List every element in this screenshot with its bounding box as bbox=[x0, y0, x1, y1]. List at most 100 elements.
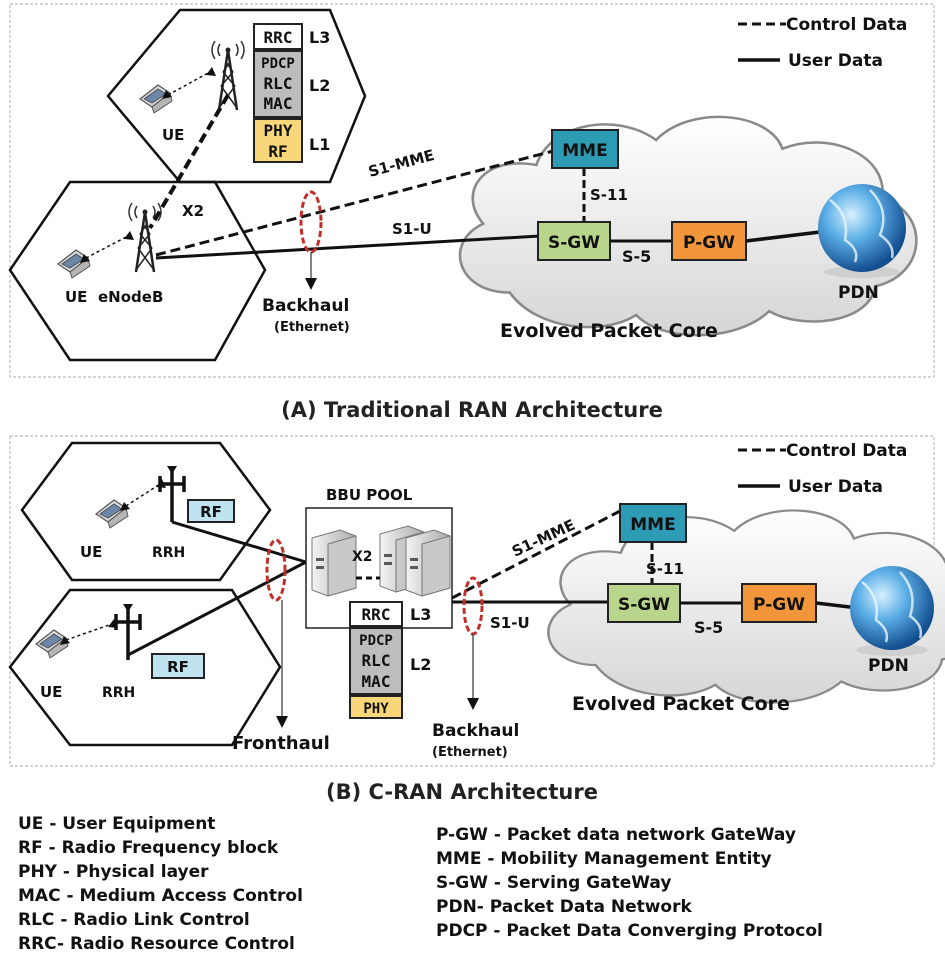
rrh-label-b-bottom: RRH bbox=[102, 685, 135, 701]
ue-top-label: UE bbox=[162, 126, 184, 144]
rrc-block bbox=[253, 23, 303, 50]
backhaul-label-b: Backhaul bbox=[432, 721, 519, 741]
rlc-label-b: RLC bbox=[362, 651, 391, 670]
mme-node-b bbox=[619, 503, 687, 543]
phy-label: PHY bbox=[264, 121, 293, 140]
enodeb-tower-top-icon bbox=[210, 39, 246, 112]
s1-u-label-a: S1-U bbox=[392, 220, 432, 238]
rrh-label-b-top: RRH bbox=[152, 545, 185, 561]
s11-label-a: S-11 bbox=[590, 186, 628, 204]
rf-label-b-bottom: RF bbox=[167, 658, 189, 676]
abbr-right-item: P-GW - Packet data network GateWay bbox=[436, 825, 796, 845]
pdn-globe-icon-a bbox=[818, 184, 906, 278]
radio-link-top bbox=[167, 71, 211, 96]
abbr-left-item: PHY - Physical layer bbox=[18, 862, 209, 882]
cell-hexagon-b-bottom bbox=[8, 588, 282, 747]
x2-label-b: X2 bbox=[352, 549, 373, 565]
s1-mme-label-b: S1-MME bbox=[509, 516, 578, 561]
s5-label-b: S-5 bbox=[694, 618, 723, 637]
abbr-left-item: MAC - Medium Access Control bbox=[18, 886, 303, 906]
backhaul-ring-a bbox=[299, 190, 323, 254]
abbr-left-item: UE - User Equipment bbox=[18, 814, 215, 834]
pdn-label-b: PDN bbox=[868, 656, 909, 676]
layer-l3-label: L3 bbox=[309, 28, 330, 47]
mac-label-b: MAC bbox=[362, 672, 391, 691]
abbr-right-item: PDN- Packet Data Network bbox=[436, 897, 692, 917]
protocol-stack-b: RRC PDCP RLC MAC PHY L3 L2 bbox=[349, 601, 431, 719]
rrc-block-b bbox=[349, 601, 403, 627]
core-label-b: Evolved Packet Core bbox=[572, 693, 790, 715]
caption-a: (A) Traditional RAN Architecture bbox=[281, 398, 663, 422]
pgw-node-a bbox=[671, 221, 747, 261]
rf-label-b-top: RF bbox=[200, 503, 222, 521]
layer-l2-label: L2 bbox=[309, 76, 330, 95]
legend-user-b: User Data bbox=[788, 477, 883, 497]
ue-label-b-bottom: UE bbox=[40, 683, 62, 701]
legend-control-b: Control Data bbox=[786, 441, 907, 461]
s1-mme-label-a: S1-MME bbox=[366, 146, 436, 181]
x2-label-a: X2 bbox=[182, 202, 204, 220]
ue-phone-bottom-icon bbox=[57, 249, 91, 279]
phy-rf-block bbox=[253, 118, 303, 163]
rf-box-b-bottom bbox=[151, 653, 205, 679]
mme-label-b: MME bbox=[630, 515, 675, 535]
s1-u-link-a bbox=[155, 234, 541, 260]
cell-hexagon-bottom bbox=[8, 180, 267, 362]
ue-phone-top-icon bbox=[139, 84, 173, 114]
abbr-right-item: MME - Mobility Management Entity bbox=[436, 849, 772, 869]
pdn-label-a: PDN bbox=[838, 283, 879, 303]
abbr-right-item: PDCP - Packet Data Converging Protocol bbox=[436, 921, 823, 941]
s5-label-a: S-5 bbox=[622, 247, 651, 266]
x2-link-a bbox=[148, 93, 230, 230]
pdcp-rlc-mac-block bbox=[253, 50, 303, 118]
rlc-label: RLC bbox=[264, 74, 293, 93]
rrh-top-icon bbox=[158, 464, 186, 524]
radio-link-bottom bbox=[85, 235, 129, 259]
ue-bottom-label: UE bbox=[65, 288, 87, 306]
pgw-label-b: P-GW bbox=[753, 595, 805, 615]
pdcp-rlc-mac-block-b bbox=[349, 627, 403, 695]
cell-hexagon-b-top bbox=[20, 441, 272, 582]
enodeb-tower-icon bbox=[127, 201, 163, 274]
mac-label: MAC bbox=[264, 94, 293, 113]
sgw-label-a: S-GW bbox=[548, 233, 600, 253]
layer-l1-label: L1 bbox=[309, 135, 330, 154]
bbu-server-3-icon bbox=[405, 529, 451, 597]
enodeb-label: eNodeB bbox=[98, 288, 163, 306]
fronthaul-ring bbox=[265, 538, 287, 602]
abbr-left-item: RLC - Radio Link Control bbox=[18, 910, 250, 930]
abbreviation-list-right: P-GW - Packet data network GateWay MME -… bbox=[436, 825, 823, 941]
abbr-left-item: RF - Radio Frequency block bbox=[18, 838, 279, 858]
sgw-node-a bbox=[537, 221, 611, 261]
pdn-globe-icon-b bbox=[850, 566, 934, 656]
caption-b: (B) C-RAN Architecture bbox=[326, 780, 598, 804]
protocol-stack-a: RRC PDCP RLC MAC PHY RF L3 L2 L1 bbox=[253, 23, 330, 163]
pgw-label-a: P-GW bbox=[683, 233, 735, 253]
layer-l3-label-b: L3 bbox=[410, 605, 431, 624]
s1-mme-link-a bbox=[155, 148, 558, 257]
fronthaul-link-top bbox=[171, 520, 307, 564]
s1-u-label-b: S1-U bbox=[490, 614, 530, 632]
abbr-left-item: RRC- Radio Resource Control bbox=[18, 934, 295, 954]
panel-b-frame bbox=[9, 435, 935, 767]
s1-mme-link-b bbox=[451, 508, 623, 600]
phy-block-b bbox=[349, 695, 403, 719]
abbreviation-list-left: UE - User Equipment RF - Radio Frequency… bbox=[18, 814, 303, 954]
panel-a-frame bbox=[9, 3, 935, 378]
rf-box-b-top bbox=[187, 499, 235, 523]
bbu-pool-label: BBU POOL bbox=[326, 486, 413, 504]
backhaul-sub-label-b: (Ethernet) bbox=[432, 745, 508, 760]
pdcp-label: PDCP bbox=[261, 56, 295, 72]
s11-label-b: S-11 bbox=[646, 560, 684, 578]
rf-label: RF bbox=[268, 142, 287, 161]
rrc-label-b: RRC bbox=[362, 605, 391, 624]
legend-control-a: Control Data bbox=[786, 15, 907, 35]
legend-user-a: User Data bbox=[788, 51, 883, 71]
fronthaul-link-bottom bbox=[127, 560, 307, 657]
layer-l2-label-b: L2 bbox=[410, 655, 431, 674]
pdcp-label-b: PDCP bbox=[359, 633, 393, 649]
mme-label-a: MME bbox=[562, 141, 607, 161]
backhaul-arrow-a bbox=[305, 278, 317, 290]
abbr-right-item: S-GW - Serving GateWay bbox=[436, 873, 671, 893]
